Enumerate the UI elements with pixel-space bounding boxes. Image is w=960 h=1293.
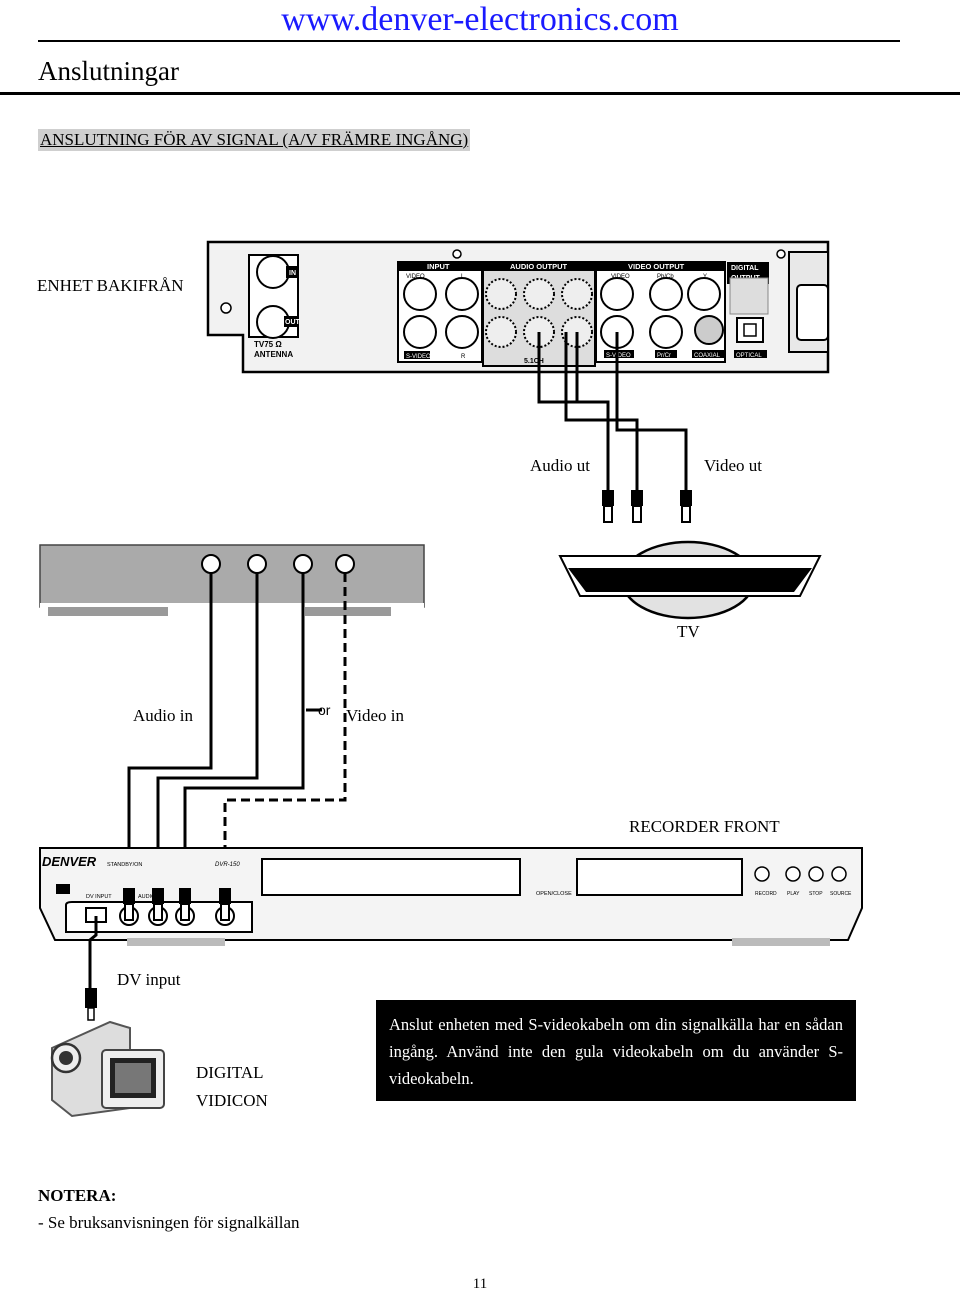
panel-prcr-label: Pr/Cr	[657, 353, 671, 359]
recorder-front: DENVER STANDBY/ON DVR-150 DV INPUT AUDIO…	[39, 847, 863, 946]
audio-in-label: Audio in	[133, 706, 193, 725]
camera-label-line1: DIGITAL	[196, 1063, 264, 1082]
camera-label-line2: VIDICON	[196, 1091, 268, 1110]
panel-video-output-label: VIDEO OUTPUT	[628, 262, 685, 271]
website-url[interactable]: www.denver-electronics.com	[281, 1, 679, 38]
page-title: Anslutningar	[38, 56, 179, 86]
panel-in-label: IN	[289, 270, 296, 277]
camcorder-illustration	[50, 1020, 165, 1118]
recorder-input-plugs	[123, 888, 231, 921]
dv-plug	[85, 988, 97, 1008]
note-text: - Se bruksanvisningen för signalkällan	[38, 1213, 300, 1232]
tv-illustration	[558, 540, 822, 620]
recorder-standby-label: STANDBY/ON	[107, 862, 142, 868]
recorder-source-label: SOURCE	[830, 891, 852, 897]
dv-cable	[88, 916, 98, 990]
tv-label: TV	[677, 622, 700, 641]
panel-optical-label: OPTICAL	[736, 353, 762, 359]
page-number: 11	[472, 1276, 488, 1292]
recorder-dv-input-label: DV INPUT	[86, 894, 112, 900]
header-rule	[38, 40, 900, 42]
panel-svideo-output-label: S-VIDEO	[606, 353, 631, 359]
panel-antenna-label: ANTENNA	[254, 350, 293, 359]
or-label: or	[318, 702, 331, 718]
title-rule	[0, 92, 960, 95]
recorder-record-label: RECORD	[755, 891, 777, 897]
panel-pbcb-label: Pb/Cb	[657, 274, 674, 280]
video-out-label: Video ut	[704, 456, 762, 475]
input-cables	[127, 573, 347, 890]
device-back-label: ENHET BAKIFRÅN	[37, 276, 184, 295]
panel-digital-label: DIGITAL	[731, 265, 759, 272]
panel-tv75-label: TV75 Ω	[254, 340, 282, 349]
recorder-brand: DENVER	[42, 854, 97, 869]
panel-audio-output-label: AUDIO OUTPUT	[510, 262, 568, 271]
device-rear-panel: IN OUT TV75 Ω ANTENNA INPUT VIDEO L S-VI…	[206, 240, 830, 374]
note-title: NOTERA:	[38, 1186, 117, 1205]
panel-l-label: L	[461, 274, 465, 280]
panel-coaxial-label: COAXIAL	[694, 353, 721, 359]
video-in-label: Video in	[346, 706, 404, 725]
dv-input-label: DV input	[117, 970, 181, 989]
panel-y-label: Y	[703, 274, 707, 280]
section-heading: ANSLUTNING FÖR AV SIGNAL (A/V FRÄMRE ING…	[38, 129, 471, 151]
panel-input-label: INPUT	[427, 262, 450, 271]
recorder-open-close-label: OPEN/CLOSE	[536, 891, 572, 897]
panel-r-label: R	[461, 354, 466, 360]
panel-5-1ch-label: 5.1CH	[524, 358, 544, 365]
audio-out-label: Audio ut	[530, 456, 590, 475]
source-device	[39, 544, 425, 616]
recorder-model: DVR-150	[215, 862, 240, 868]
recorder-front-label: RECORDER FRONT	[629, 817, 780, 836]
panel-svideo-input-label: S-VIDEO	[406, 354, 431, 360]
output-plugs	[602, 490, 692, 523]
recorder-stop-label: STOP	[809, 891, 823, 897]
info-box: Anslut enheten med S-videokabeln om din …	[376, 1000, 856, 1101]
recorder-audio-label: AUDIO	[138, 894, 156, 900]
panel-video-label: VIDEO	[406, 274, 425, 280]
panel-video-out-label: VIDEO	[611, 274, 630, 280]
panel-out-label: OUT	[285, 319, 301, 326]
output-cables	[537, 332, 688, 492]
recorder-play-label: PLAY	[787, 891, 800, 897]
